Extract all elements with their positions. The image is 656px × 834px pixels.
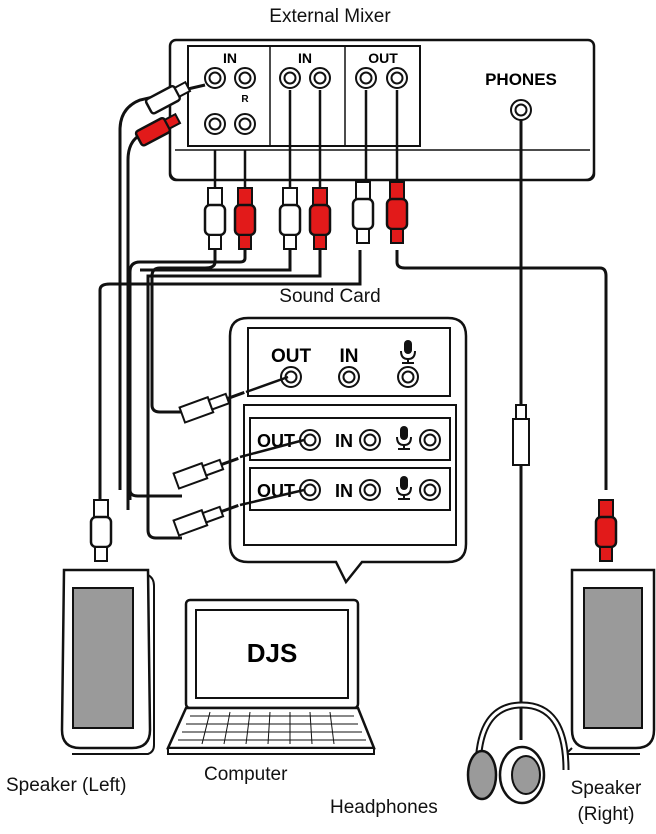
mixer-input-plugs — [134, 80, 192, 147]
mixer-in1-r-jack[interactable] — [234, 67, 256, 89]
rca-plug-row — [203, 180, 409, 251]
mixer-r-mark: R — [241, 94, 249, 105]
computer-caption: Computer — [204, 764, 288, 785]
mixer-in1b-l-jack[interactable] — [204, 113, 226, 135]
cable-left-speaker — [118, 83, 206, 490]
sc-top-mic-jack[interactable] — [397, 366, 419, 388]
sc-row2-in-label: IN — [335, 431, 353, 451]
laptop: DJS — [166, 598, 376, 755]
speaker-right — [563, 498, 656, 755]
sc-top-in-label: IN — [340, 346, 359, 367]
rca-plug-red-1[interactable] — [233, 186, 257, 251]
speaker-left-caption: Speaker (Left) — [6, 775, 127, 796]
sc-top-out-jack[interactable] — [280, 366, 302, 388]
mixer-out-l-jack[interactable] — [355, 67, 377, 89]
mixer-in2-l-jack[interactable] — [279, 67, 301, 89]
laptop-screen-text: DJS — [247, 638, 298, 668]
sc-top-out-label: OUT — [271, 346, 312, 367]
sc-row3-mic-jack[interactable] — [419, 479, 441, 501]
mixer-in1-label: IN — [223, 50, 237, 66]
microphone-icon — [396, 476, 412, 500]
sc-row2-mic-jack[interactable] — [419, 429, 441, 451]
sc-row3-out-label: OUT — [257, 481, 295, 501]
sc-row3-in-label: IN — [335, 481, 353, 501]
speaker-left — [60, 498, 155, 755]
sound-card-caption: Sound Card — [279, 286, 381, 307]
microphone-icon — [396, 426, 412, 450]
speaker-right-caption-line1: Speaker — [570, 778, 642, 799]
mixer-in2-r-jack[interactable] — [309, 67, 331, 89]
mixer-in2-label: IN — [298, 50, 312, 66]
rca-plug-white-3[interactable] — [351, 180, 375, 245]
speaker-right-caption-line2: (Right) — [577, 804, 635, 825]
mixer-phones-label: PHONES — [485, 70, 557, 89]
mixer-in1-l-jack[interactable] — [204, 67, 226, 89]
sc-row2-in-jack[interactable] — [359, 429, 381, 451]
sound-card: OUT IN OUT IN OUT IN — [228, 316, 468, 585]
mixer-out-label: OUT — [368, 50, 398, 66]
mixer-out-r-jack[interactable] — [386, 67, 408, 89]
speaker-left-plug[interactable] — [89, 498, 113, 563]
phones-plug[interactable] — [512, 385, 530, 466]
sc-row3-in-jack[interactable] — [359, 479, 381, 501]
mixer-phones-jack[interactable] — [510, 99, 532, 121]
rca-plug-white-1[interactable] — [203, 186, 227, 251]
mixer-in1b-r-jack[interactable] — [234, 113, 256, 135]
headphones-caption: Headphones — [330, 797, 438, 818]
headphones — [466, 701, 570, 805]
speaker-right-plug[interactable] — [594, 498, 618, 563]
rca-plug-red-2[interactable] — [308, 186, 332, 251]
sc-top-in-jack[interactable] — [338, 366, 360, 388]
rca-plug-red-3[interactable] — [385, 180, 409, 245]
mixer-caption: External Mixer — [269, 6, 391, 27]
rca-plug-white-2[interactable] — [278, 186, 302, 251]
microphone-icon — [400, 340, 416, 364]
external-mixer: IN IN OUT R PHONES — [168, 38, 596, 182]
